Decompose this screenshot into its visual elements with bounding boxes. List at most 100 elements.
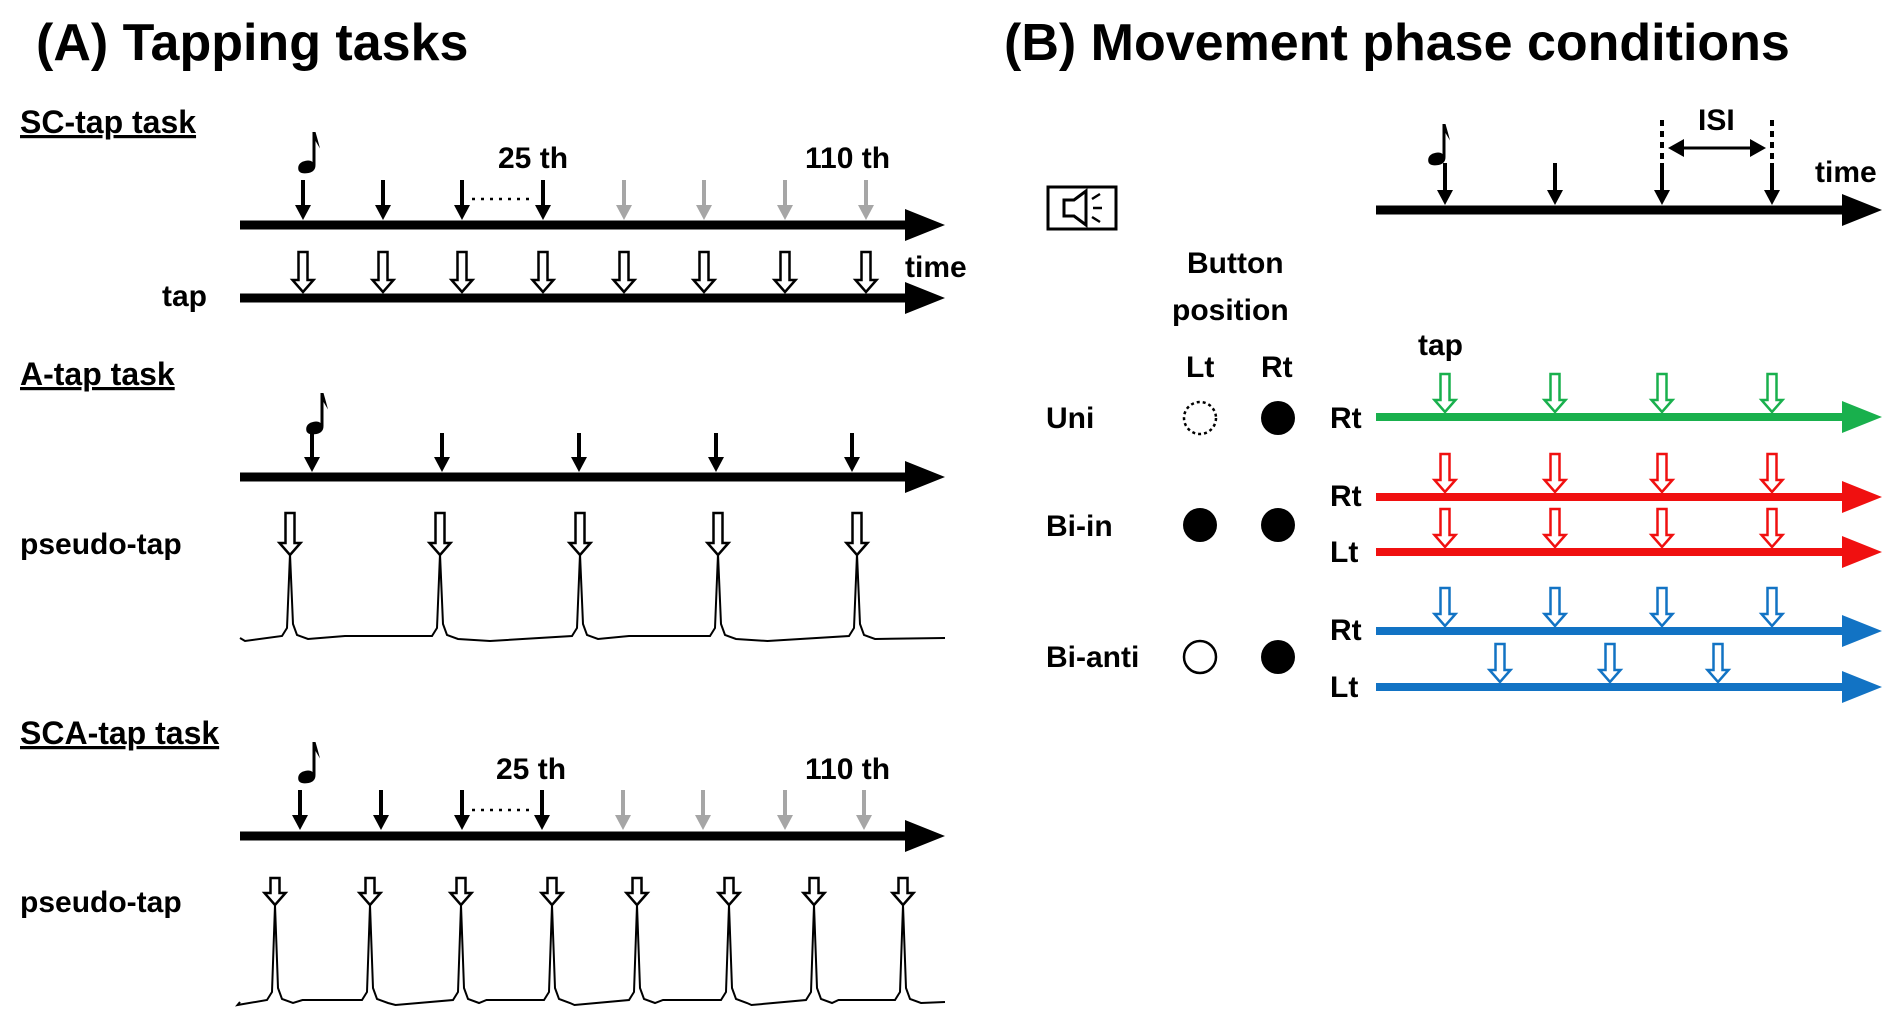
sca-tap-label-110th: 110 th: [805, 753, 890, 786]
a-tap-pseudo-label: pseudo-tap: [20, 528, 182, 561]
bi-in-lt-label: Lt: [1330, 536, 1358, 569]
stimulus-marker-head: [1764, 190, 1780, 205]
isi-arrow-left: [1668, 139, 1684, 157]
tap-marker: [852, 250, 880, 294]
tap-marker: [690, 250, 718, 294]
tap-marker: [529, 250, 557, 294]
right-button: [1261, 508, 1295, 542]
music-note-icon: [1428, 124, 1450, 166]
sc-tap-label-110th: 110 th: [805, 142, 890, 175]
stimulus-marker-head: [571, 457, 587, 472]
stimulus-marker-head: [777, 815, 793, 830]
stimulus-marker-head: [858, 205, 874, 220]
uni-rt-label: Rt: [1330, 402, 1362, 435]
stimulus-marker-head: [695, 815, 711, 830]
a-tap-pseudo-tap-trace: [239, 511, 946, 643]
timeline-arrowhead: [1842, 481, 1882, 513]
tap-marker: [276, 511, 304, 557]
tap-marker: [1431, 452, 1459, 494]
tap-marker: [843, 511, 871, 557]
tap-marker: [623, 876, 651, 907]
stimulus-marker-head: [295, 205, 311, 220]
stimulus-marker-head: [844, 457, 860, 472]
music-note-icon: [298, 132, 320, 174]
button-position-line2: position: [1172, 294, 1289, 327]
stimulus-marker-head: [616, 205, 632, 220]
pseudo-tap-signal: [234, 904, 946, 1007]
sc-tap-title: SC-tap task: [20, 104, 196, 140]
sc-tap-tap-label: tap: [162, 280, 207, 313]
stimulus-marker-head: [615, 815, 631, 830]
stimulus-marker-head: [708, 457, 724, 472]
tap-marker: [1758, 372, 1786, 414]
sca-tap-pseudo-tap-trace: [234, 876, 946, 1007]
music-note-icon: [298, 742, 320, 784]
bi-in-rt-label: Rt: [1330, 480, 1362, 513]
tap-marker: [889, 876, 917, 907]
tap-label: tap: [1418, 329, 1463, 362]
stimulus-marker-head: [1547, 190, 1563, 205]
tap-marker: [1431, 586, 1459, 628]
sc-tap-response-timeline: [240, 250, 945, 314]
bi-anti-rt-label: Rt: [1330, 614, 1362, 647]
lt-header: Lt: [1186, 351, 1214, 384]
timeline-arrowhead: [1842, 615, 1882, 647]
timeline-arrowhead: [1842, 671, 1882, 703]
bi-anti-lt-label: Lt: [1330, 671, 1358, 704]
sc-tap-time-label: time: [905, 251, 967, 284]
tap-marker: [800, 876, 828, 907]
tap-marker: [566, 511, 594, 557]
sca-tap-stimulus-timeline: [240, 790, 945, 852]
stimulus-marker-head: [454, 815, 470, 830]
tap-marker: [448, 250, 476, 294]
stimulus-marker-head: [534, 815, 550, 830]
left-button-inactive: [1182, 400, 1218, 436]
stimulus-marker-head: [373, 815, 389, 830]
tap-marker: [715, 876, 743, 907]
tap-marker: [1648, 507, 1676, 549]
timeline-arrowhead: [905, 282, 945, 314]
condition-uni-label: Uni: [1046, 402, 1094, 435]
tap-marker: [289, 250, 317, 294]
stimulus-marker-head: [856, 815, 872, 830]
stimulus-marker-head: [292, 815, 308, 830]
rt-header: Rt: [1261, 351, 1293, 384]
condition-bi-in-label: Bi-in: [1046, 510, 1113, 543]
timeline-arrowhead: [905, 820, 945, 852]
left-button-open: [1182, 639, 1218, 675]
timeline-arrowhead: [905, 461, 945, 493]
timeline-arrowhead: [1842, 401, 1882, 433]
stimulus-marker-head: [777, 205, 793, 220]
timeline-arrowhead: [1842, 194, 1882, 226]
condition-bi-anti-label: Bi-anti: [1046, 641, 1139, 674]
tap-marker: [369, 250, 397, 294]
stimulus-marker-head: [434, 457, 450, 472]
timeline-arrowhead: [905, 209, 945, 241]
tap-marker: [1486, 642, 1514, 684]
tap-marker: [1596, 642, 1624, 684]
tap-marker: [1541, 452, 1569, 494]
tap-marker: [1431, 507, 1459, 549]
bi-in-lt-timeline: [1376, 507, 1882, 568]
tap-marker: [704, 511, 732, 557]
stimulus-marker-head: [1437, 190, 1453, 205]
tap-marker: [1758, 586, 1786, 628]
tap-marker: [1648, 586, 1676, 628]
stimulus-marker-head: [535, 205, 551, 220]
bi-anti-lt-timeline: [1376, 642, 1882, 703]
tap-marker: [261, 876, 289, 907]
music-note-icon: [306, 393, 328, 435]
uni-rt-timeline: [1376, 372, 1882, 433]
tap-marker: [1648, 452, 1676, 494]
tap-marker: [426, 511, 454, 557]
bi-in-rt-timeline: [1376, 452, 1882, 513]
sc-tap-stimulus-timeline: [240, 180, 945, 241]
bi-anti-rt-timeline: [1376, 586, 1882, 647]
right-button: [1261, 401, 1295, 435]
a-tap-stimulus-timeline: [240, 433, 945, 493]
tap-marker: [610, 250, 638, 294]
tap-marker: [538, 876, 566, 907]
tap-marker: [1431, 372, 1459, 414]
tap-marker: [1758, 507, 1786, 549]
